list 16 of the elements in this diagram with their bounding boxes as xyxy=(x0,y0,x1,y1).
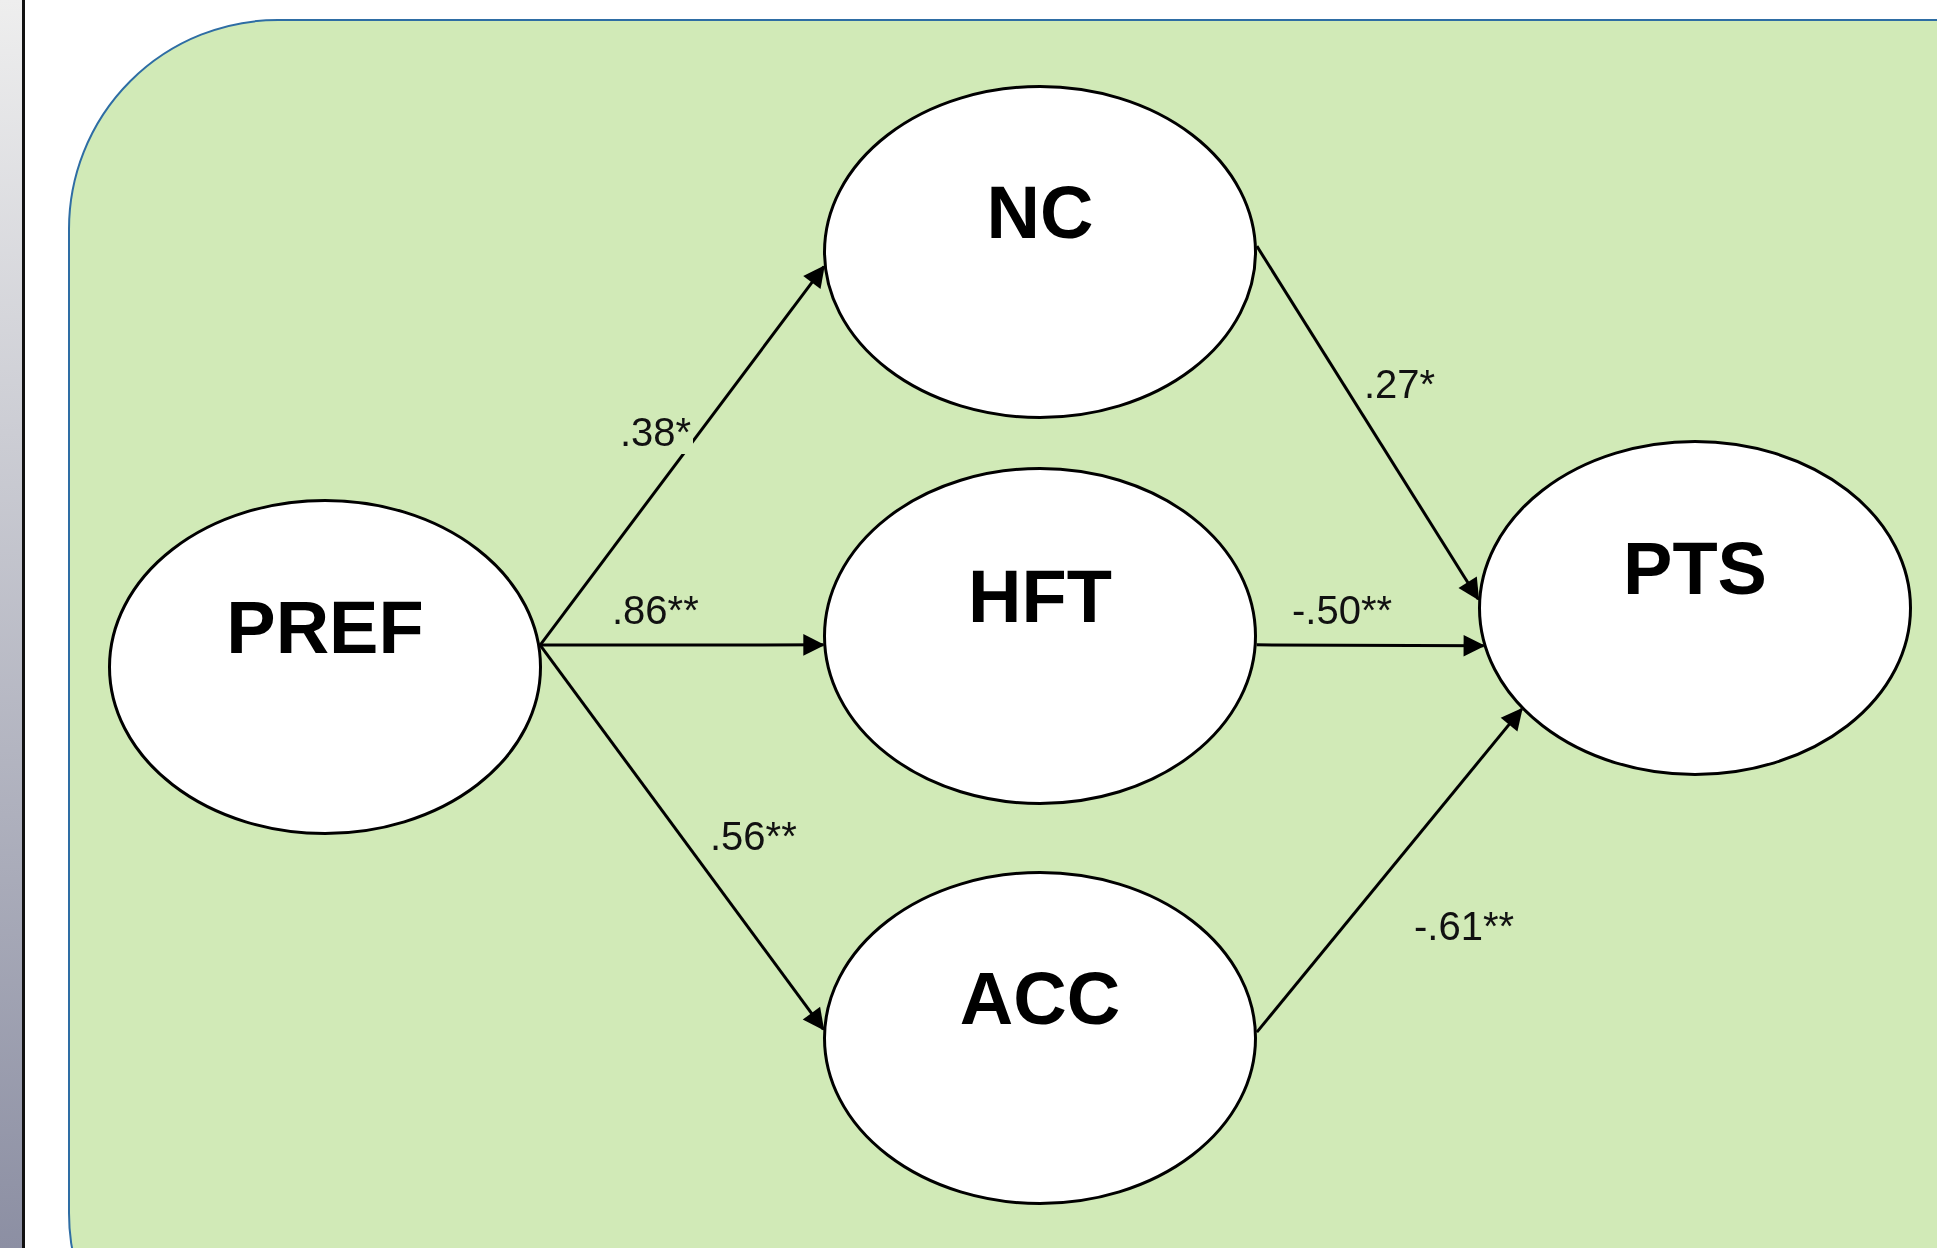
node-label: NC xyxy=(986,169,1094,255)
arrow xyxy=(1255,707,1523,1034)
node-label: ACC xyxy=(959,955,1121,1041)
arrow xyxy=(538,265,826,646)
ellipse-node xyxy=(108,499,542,835)
node-label: PREF xyxy=(226,584,424,670)
arrow xyxy=(1255,245,1480,601)
node-label: PTS xyxy=(1623,525,1767,611)
arrow xyxy=(540,634,825,656)
arrow xyxy=(538,644,825,1031)
ellipse-node xyxy=(823,85,1257,419)
ellipse-node xyxy=(823,871,1257,1205)
ellipse-node xyxy=(1478,440,1912,776)
node-label: HFT xyxy=(968,553,1112,639)
arrow xyxy=(1256,634,1486,657)
ellipse-node xyxy=(823,467,1257,805)
